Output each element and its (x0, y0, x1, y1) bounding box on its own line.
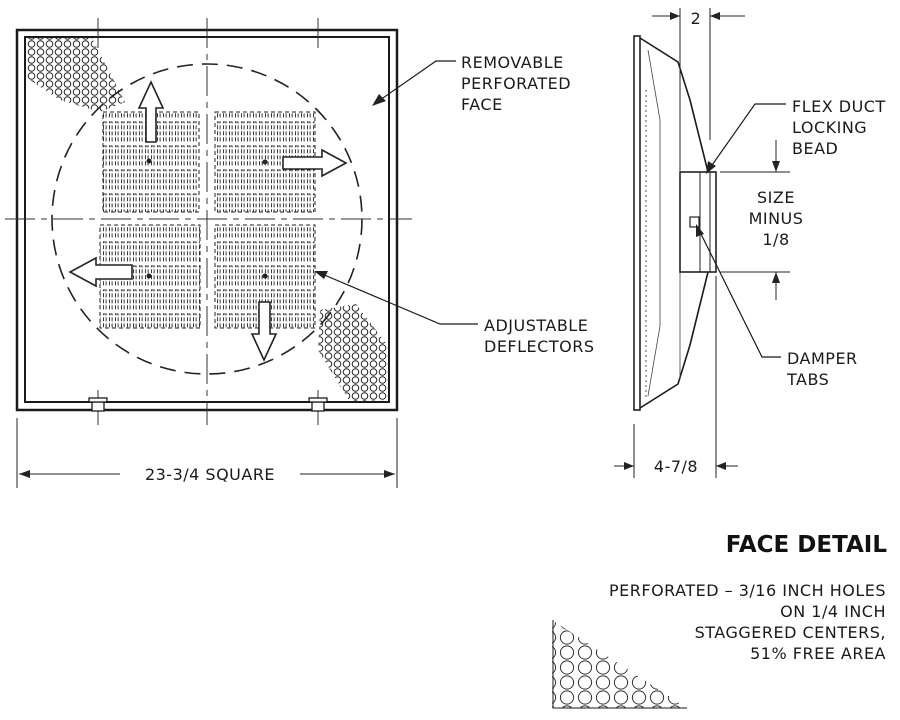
depth-dimension-bottom-label: 4-7/8 (654, 457, 698, 476)
airflow-arrows (68, 80, 348, 362)
neck-circle (51, 63, 363, 375)
svg-text:PERFORATED: PERFORATED (461, 74, 571, 93)
callout-removable-face: REMOVABLE PERFORATED FACE (372, 53, 571, 114)
callout-flex-duct-bead: FLEX DUCT LOCKING BEAD (706, 97, 886, 174)
svg-text:FLEX DUCT: FLEX DUCT (792, 97, 886, 116)
svg-text:SIZE: SIZE (757, 188, 795, 207)
damper-tab (689, 216, 700, 228)
svg-text:MINUS: MINUS (749, 209, 804, 228)
perforation-bottom-right (318, 304, 390, 402)
svg-text:51% FREE AREA: 51% FREE AREA (750, 644, 886, 663)
svg-text:BEAD: BEAD (792, 139, 838, 158)
depth-dimension-bottom: 4-7/8 (614, 276, 738, 478)
face-detail: FACE DETAIL PERFORATED – 3/16 INCH HOLES… (552, 532, 888, 709)
arrow-right (282, 148, 348, 178)
svg-text:LOCKING: LOCKING (792, 118, 867, 137)
centerlines (5, 18, 412, 425)
svg-text:DAMPER: DAMPER (787, 349, 858, 368)
svg-text:ON 1/4 INCH: ON 1/4 INCH (780, 602, 886, 621)
arrow-down (250, 301, 278, 362)
side-face-plate (633, 35, 641, 411)
deflector-panels (99, 111, 316, 329)
width-dimension-label: 23-3/4 SQUARE (145, 465, 275, 484)
side-view: 2 4-7/8 SIZE MINUS 1/8 FLEX DUCT (614, 8, 886, 478)
size-dimension: SIZE MINUS 1/8 (720, 140, 803, 300)
svg-text:PERFORATED – 3/16 INCH HOLES: PERFORATED – 3/16 INCH HOLES (609, 581, 886, 600)
mounting-clips (88, 397, 328, 412)
arrow-up (137, 80, 165, 143)
svg-text:TABS: TABS (786, 370, 829, 389)
depth-dimension-top-label: 2 (691, 9, 702, 28)
width-dimension: 23-3/4 SQUARE (16, 418, 398, 488)
svg-text:1/8: 1/8 (762, 230, 789, 249)
svg-text:REMOVABLE: REMOVABLE (461, 53, 564, 72)
depth-dimension-top: 2 (652, 8, 745, 170)
svg-text:ADJUSTABLE: ADJUSTABLE (484, 316, 588, 335)
callout-adjustable-deflectors: ADJUSTABLE DEFLECTORS (314, 271, 594, 356)
perforation-top-left (27, 38, 125, 112)
svg-text:DEFLECTORS: DEFLECTORS (484, 337, 594, 356)
perforation-sample (552, 620, 687, 708)
callout-damper-tabs: DAMPER TABS (696, 224, 858, 389)
svg-text:FACE: FACE (461, 95, 503, 114)
arrow-left (68, 256, 133, 288)
face-detail-title: FACE DETAIL (726, 532, 888, 558)
svg-text:STAGGERED CENTERS,: STAGGERED CENTERS, (695, 623, 886, 642)
front-view: 23-3/4 SQUARE REMOVABLE PERFORATED FACE … (5, 18, 594, 488)
